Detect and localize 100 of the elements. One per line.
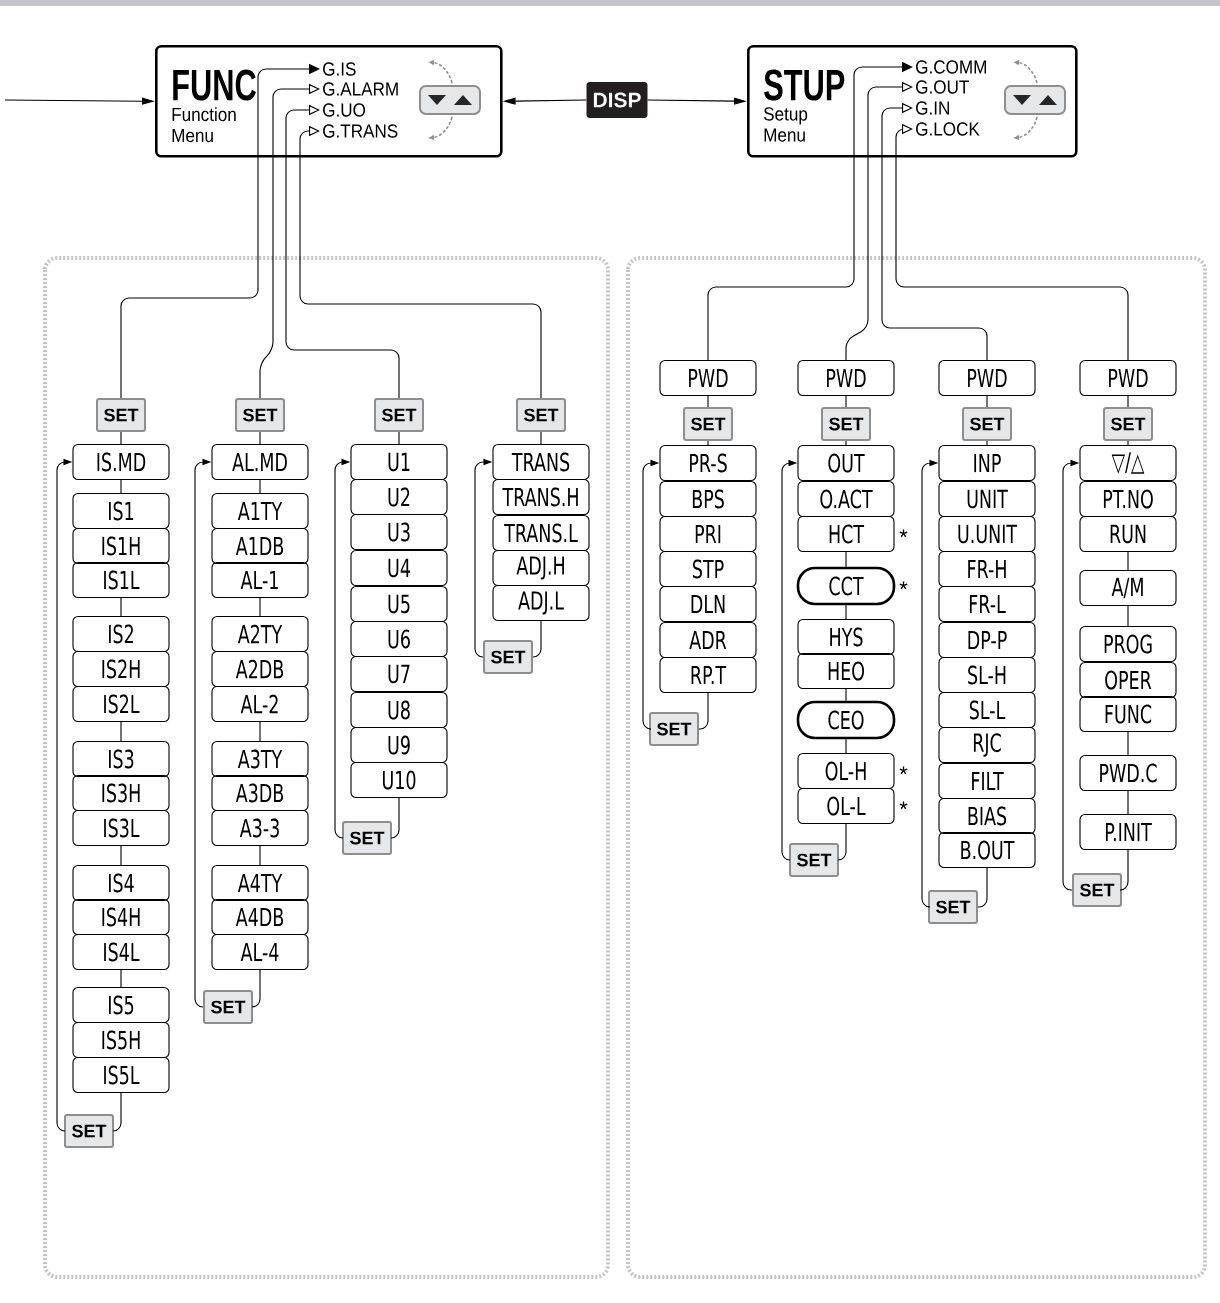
parameter-box: IS4L <box>72 933 170 971</box>
parameter-box: A3-3 <box>211 809 309 847</box>
connector-line <box>532 620 542 658</box>
menu-option: G.ALARM <box>323 82 398 96</box>
connector-line <box>707 440 709 446</box>
connector-line <box>1127 605 1129 627</box>
connector-line <box>845 738 847 754</box>
set-key: SET <box>928 890 978 924</box>
parameter-box: IS5L <box>72 1056 170 1094</box>
connector-line <box>259 845 261 866</box>
set-key: SET <box>962 407 1012 441</box>
parameter-box: DP-P <box>938 621 1036 659</box>
parameter-box: INP <box>938 444 1036 482</box>
parameter-box: RJC <box>938 726 1036 764</box>
parameter-box: A/M <box>1079 569 1177 607</box>
parameter-box: U9 <box>350 726 448 764</box>
set-key: SET <box>1103 407 1153 441</box>
parameter-box: HYS <box>797 618 895 656</box>
parameter-box: RP.T <box>659 656 757 694</box>
set-key: SET <box>64 1114 114 1148</box>
parameter-box: DLN <box>659 585 757 623</box>
parameter-box: IS1 <box>72 492 170 530</box>
parameter-box: PWD <box>1079 359 1177 397</box>
menu-option: G.IN <box>916 101 949 115</box>
parameter-box: U6 <box>350 620 448 658</box>
connector-line <box>986 440 988 446</box>
set-key: SET <box>483 640 533 674</box>
connector-line <box>120 845 122 866</box>
connector-line <box>845 604 847 620</box>
parameter-box: FUNC <box>1079 695 1177 733</box>
parameter-box: HCT <box>797 515 895 553</box>
connector-line <box>698 692 709 730</box>
parameter-box: FR-L <box>938 585 1036 623</box>
connector-line <box>120 721 122 742</box>
parameter-box: IS.MD <box>72 443 170 481</box>
parameter-box: IS2H <box>72 650 170 688</box>
parameter-box: IS1H <box>72 527 170 565</box>
arrow <box>285 104 400 399</box>
arrow <box>259 83 320 399</box>
parameter-box: B.OUT <box>938 831 1036 869</box>
parameter-box: AL-1 <box>211 561 309 599</box>
parameter-box: UNIT <box>938 480 1036 518</box>
parameter-box: PWD <box>797 359 895 397</box>
connector-line <box>251 969 261 1008</box>
parameter-box: PROG <box>1079 625 1177 663</box>
set-key: SET <box>1072 873 1122 907</box>
connector-line <box>398 431 400 445</box>
connector-line <box>120 969 122 988</box>
parameter-box: RUN <box>1079 515 1177 553</box>
parameter-box: PWD.C <box>1079 754 1177 792</box>
menu-option: G.UO <box>323 103 366 117</box>
connector-line <box>259 597 261 617</box>
parameter-box: PRI <box>659 515 757 553</box>
parameter-box: AL.MD <box>211 443 309 481</box>
parameter-box: IS1L <box>72 561 170 599</box>
connector-line <box>259 431 261 445</box>
parameter-box: U1 <box>350 443 448 481</box>
connector-line <box>120 431 122 445</box>
set-key: SET <box>789 843 839 877</box>
menu-option: G.TRANS <box>323 124 398 138</box>
parameter-box: U3 <box>350 513 448 551</box>
parameter-box: ADJ.L <box>492 584 590 622</box>
parameter-box: IS5 <box>72 986 170 1024</box>
parameter-box: IS5H <box>72 1021 170 1059</box>
parameter-box: PWD <box>659 359 757 397</box>
set-key: SET <box>649 712 699 746</box>
set-key: SET <box>342 821 392 855</box>
parameter-box: OL-L <box>797 787 895 825</box>
parameter-box: O.ACT <box>797 480 895 518</box>
asterisk-mark: * <box>899 766 908 775</box>
connector-line <box>845 688 847 702</box>
parameter-box: IS3 <box>72 740 170 778</box>
set-key: SET <box>821 407 871 441</box>
menu-option: G.COMM <box>916 60 986 74</box>
set-key: SET <box>203 990 253 1024</box>
connector-line <box>112 1092 122 1132</box>
arrow <box>299 125 542 399</box>
parameter-box: IS4H <box>72 898 170 936</box>
arrow <box>895 123 1129 361</box>
parameter-box: AL-4 <box>211 933 309 971</box>
menu-option: G.OUT <box>916 80 969 94</box>
parameter-box: SL-H <box>938 656 1036 694</box>
connector-line <box>1127 440 1129 446</box>
set-key: SET <box>374 398 424 432</box>
parameter-box: AL-2 <box>211 685 309 723</box>
parameter-box: ADR <box>659 621 757 659</box>
parameter-box: U10 <box>350 761 448 799</box>
set-key: SET <box>235 398 285 432</box>
connector-line <box>1127 731 1129 756</box>
arrow <box>845 81 913 361</box>
parameter-box: TRANS.H <box>492 478 590 516</box>
set-key: SET <box>683 407 733 441</box>
connector-line <box>259 721 261 742</box>
connector-line <box>845 551 847 568</box>
disp-key: DISP <box>586 82 648 118</box>
parameter-box: A2TY <box>211 615 309 653</box>
parameter-box: BIAS <box>938 797 1036 835</box>
parameter-box: CEO <box>796 700 896 740</box>
parameter-box: TRANS <box>492 443 590 481</box>
arrow <box>120 63 320 399</box>
